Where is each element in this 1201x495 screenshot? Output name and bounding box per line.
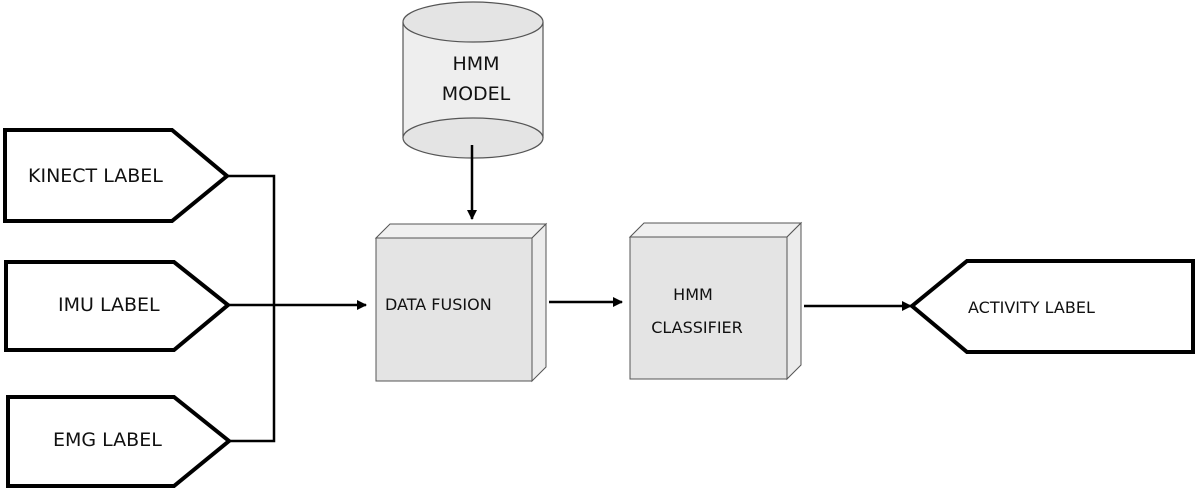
data-fusion-box: DATA FUSION bbox=[374, 222, 548, 383]
input-kinect-text: KINECT LABEL bbox=[28, 165, 163, 187]
output-activity-text: ACTIVITY LABEL bbox=[968, 298, 1095, 317]
input-emg-text: EMG LABEL bbox=[53, 429, 162, 451]
hmm-classifier-line1: HMM bbox=[673, 285, 713, 304]
input-emg-label: EMG LABEL bbox=[6, 395, 233, 488]
input-imu-text: IMU LABEL bbox=[58, 294, 160, 316]
output-activity-label: ACTIVITY LABEL bbox=[908, 259, 1195, 354]
input-kinect-label: KINECT LABEL bbox=[3, 128, 231, 223]
input-connectors bbox=[227, 174, 367, 443]
hmm-model-line2: MODEL bbox=[442, 83, 511, 105]
input-imu-label: IMU LABEL bbox=[4, 260, 232, 352]
hmm-classifier-box: HMM CLASSIFIER bbox=[628, 221, 803, 381]
hmm-model-line1: HMM bbox=[452, 53, 499, 75]
hmm-model-cylinder: HMM MODEL bbox=[402, 1, 544, 159]
data-fusion-text: DATA FUSION bbox=[385, 295, 492, 314]
hmm-classifier-line2: CLASSIFIER bbox=[651, 318, 743, 337]
